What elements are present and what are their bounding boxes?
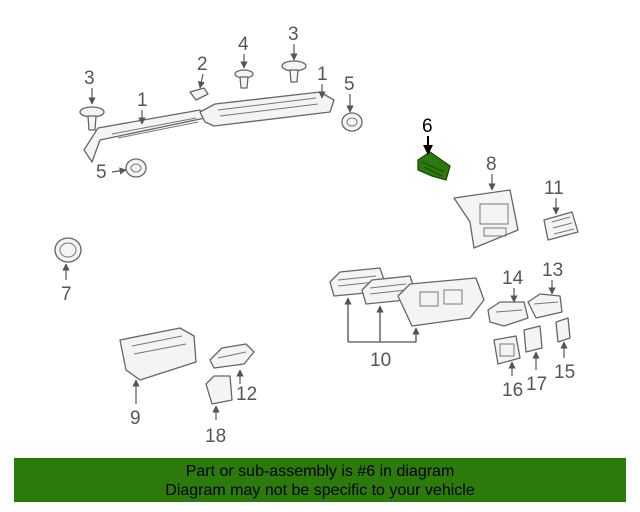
callout-4: 4 [238,34,249,55]
part-7-round-vent [54,237,82,263]
part-13-vent [527,293,563,319]
callout-1: 1 [317,64,328,85]
part-5-grommet [125,112,363,178]
part-10-vent-assembly [329,267,485,327]
part-1-defroster-nozzle [83,91,335,163]
callout-13: 13 [542,260,563,281]
callout-8: 8 [486,154,497,175]
callout-10: 10 [370,350,391,371]
callout-14: 14 [502,268,524,289]
parts-diagram: 3 1 2 4 3 1 5 5 6 7 8 11 10 14 13 9 12 1… [54,24,579,447]
callout-1: 1 [137,90,148,111]
part-4-screw [234,69,254,89]
callout-5: 5 [96,162,107,183]
banner-line-part-info: Part or sub-assembly is #6 in diagram [185,463,455,480]
part-17-bracket [523,325,543,353]
callout-5: 5 [344,74,355,95]
callout-6: 6 [422,116,433,137]
part-8-center-bezel [453,189,519,249]
part-12-oval-vent [209,343,255,369]
part-2-clip [189,87,209,101]
callout-7: 7 [61,284,72,305]
part-14-vent [487,301,529,327]
callout-9: 9 [130,408,141,429]
callout-2: 2 [197,54,208,75]
callout-16: 16 [502,380,523,401]
info-banner: Part or sub-assembly is #6 in diagram Di… [14,458,626,502]
part-15-bracket [555,317,571,343]
callout-15: 15 [554,362,575,383]
part-3-fastener [79,60,307,131]
callout-labels: 3 1 2 4 3 1 5 5 6 7 8 11 10 14 13 9 12 1… [61,24,575,447]
banner-line-disclaimer: Diagram may not be specific to your vehi… [165,482,475,499]
leader-lines [62,44,568,420]
part-16-bezel [493,335,521,365]
part-11-side-vent [543,211,579,241]
callout-11: 11 [544,178,564,199]
callout-3: 3 [288,24,299,45]
callout-18: 18 [205,426,226,447]
callout-17: 17 [526,374,547,395]
part-18-cap [205,375,233,405]
callout-12: 12 [236,384,257,405]
part-6-vent-highlighted [417,151,451,181]
part-9-duct [119,327,197,381]
callout-3: 3 [84,68,95,89]
